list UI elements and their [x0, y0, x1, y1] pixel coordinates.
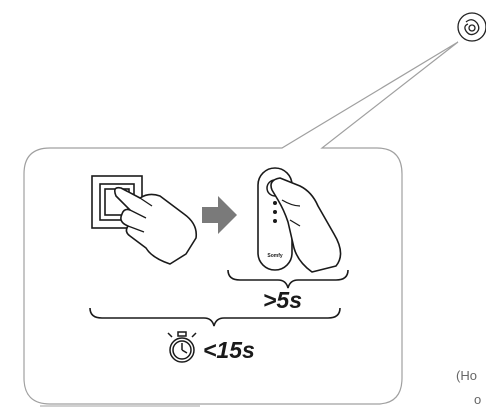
hold-duration-label: >5s	[263, 287, 302, 314]
callout-source-icon	[458, 13, 486, 41]
total-duration-label: <15s	[203, 337, 255, 364]
partial-note-text-2: o	[474, 392, 481, 407]
remote-brand-label: Somfy	[267, 253, 283, 259]
partial-note-text: (Ho	[456, 368, 477, 383]
